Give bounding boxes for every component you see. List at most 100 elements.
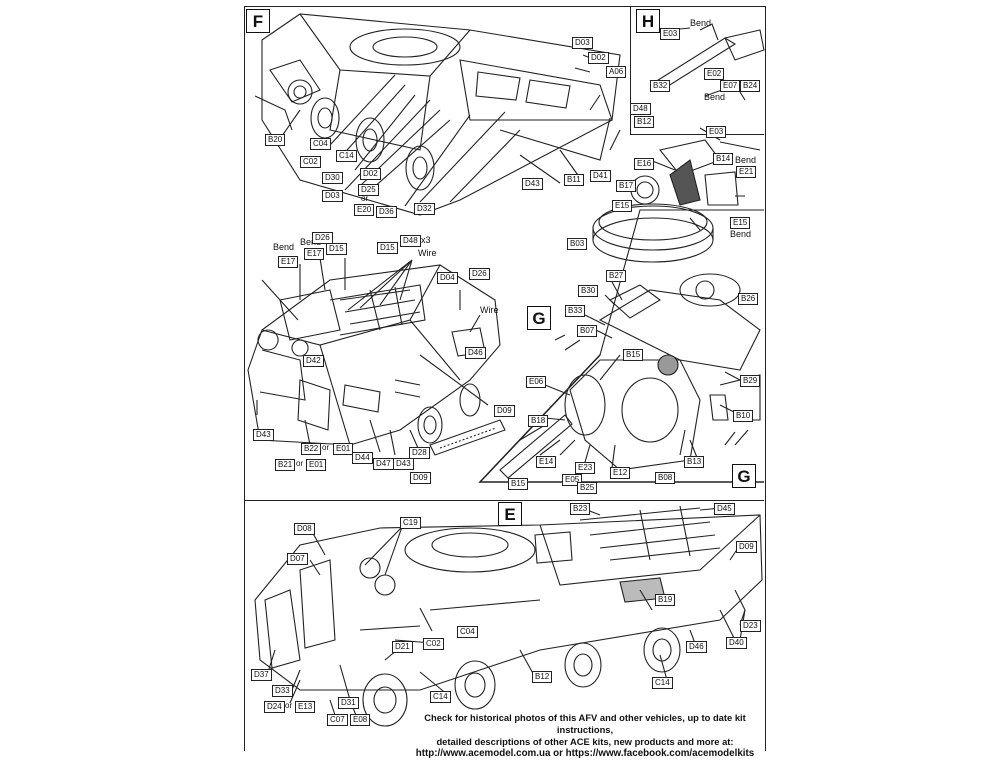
or-text-3: or (296, 459, 304, 468)
part-d09-left: D09 (494, 405, 515, 417)
part-c14-right: C14 (652, 677, 673, 689)
part-b15-bottom: B15 (508, 478, 529, 490)
part-e17-left: E17 (278, 256, 299, 268)
step-g-label-bottom: G (732, 464, 756, 488)
part-b08: B08 (655, 472, 676, 484)
part-c02-e: C02 (423, 638, 444, 650)
divider-e-top (244, 500, 764, 501)
part-b14: B14 (713, 153, 734, 165)
part-c14-e: C14 (430, 691, 451, 703)
note-x3: x3 (421, 235, 431, 245)
part-b11: B11 (564, 174, 584, 186)
part-d04: D04 (437, 272, 458, 284)
part-a06: A06 (606, 66, 627, 78)
part-d43-bottom: D43 (393, 458, 414, 470)
part-d43-left: D43 (253, 429, 274, 441)
part-d08: D08 (294, 523, 315, 535)
step-g-label-top: G (527, 306, 551, 330)
step-f-label: F (246, 9, 270, 33)
part-b21: B21 (275, 459, 296, 471)
note-bend-h1: Bend (690, 18, 712, 28)
part-d36: D36 (376, 206, 397, 218)
note-bend-f2: Bend (300, 237, 322, 247)
part-d15-right: D15 (377, 242, 398, 254)
part-d31: D31 (338, 697, 359, 709)
part-e06: E06 (526, 376, 547, 388)
note-bend-h2: Bend (704, 92, 726, 102)
part-b10: B10 (733, 410, 754, 422)
or-text-2: or (322, 443, 330, 452)
part-b12-e: B12 (532, 671, 553, 683)
part-b07: B07 (577, 325, 598, 337)
part-d09-bottom: D09 (410, 472, 431, 484)
note-wire-1: Wire (418, 248, 437, 258)
part-e21: E21 (736, 166, 757, 178)
page-frame (244, 6, 766, 751)
part-b30: B30 (578, 285, 599, 297)
part-d41: D41 (590, 170, 611, 182)
part-b17: B17 (616, 180, 637, 192)
part-d40: D40 (726, 637, 747, 649)
part-e03-turret: E03 (706, 126, 727, 138)
part-b18: B18 (528, 415, 549, 427)
part-d03-top: D03 (572, 37, 593, 49)
part-d21: D21 (392, 641, 413, 653)
note-bend-h3: Bend (735, 155, 757, 165)
part-e12: E12 (610, 467, 631, 479)
note-wire-2: Wire (480, 305, 499, 315)
part-d48-x3: D48 (400, 235, 421, 247)
part-b32: B32 (650, 80, 671, 92)
divider-h-bottom (630, 134, 764, 135)
part-e15-left: E15 (612, 200, 633, 212)
part-d02: D02 (360, 168, 381, 180)
part-b12: B12 (634, 116, 655, 128)
part-b13: B13 (684, 456, 705, 468)
part-d03: D03 (322, 190, 343, 202)
part-e01-b: E01 (306, 459, 327, 471)
part-d44: D44 (352, 452, 373, 464)
part-e08: E08 (350, 714, 371, 726)
part-c19: C19 (400, 517, 421, 529)
step-h-label: H (636, 9, 660, 33)
part-d32: D32 (414, 203, 435, 215)
part-c02: C02 (300, 156, 321, 168)
part-b26: B26 (738, 293, 759, 305)
part-d43: D43 (522, 178, 543, 190)
part-e01-a: E01 (333, 443, 354, 455)
part-d47: D47 (373, 458, 394, 470)
part-b03: B03 (567, 238, 588, 250)
part-e03: E03 (660, 28, 681, 40)
part-e02: E02 (704, 68, 725, 80)
part-d15-left: D15 (326, 243, 347, 255)
part-c04-e: C04 (457, 626, 478, 638)
part-e20: E20 (354, 204, 375, 216)
part-b25: B25 (577, 482, 598, 494)
note-bend-f1: Bend (273, 242, 295, 252)
footer-line-1: Check for historical photos of this AFV … (424, 712, 746, 735)
part-e14: E14 (536, 456, 557, 468)
part-d07: D07 (287, 553, 308, 565)
part-d42: D42 (303, 355, 324, 367)
part-c07: C07 (327, 714, 348, 726)
or-text-4: or (285, 701, 293, 710)
part-e23: E23 (575, 462, 596, 474)
note-bend-h4: Bend (730, 229, 752, 239)
part-d23: D23 (740, 620, 761, 632)
step-e-label: E (498, 502, 522, 526)
part-d28: D28 (409, 447, 430, 459)
part-e07: E07 (720, 80, 741, 92)
part-d24: D24 (264, 701, 285, 713)
part-e16: E16 (634, 158, 655, 170)
part-d25: D25 (358, 184, 379, 196)
part-d46-e: D46 (686, 641, 707, 653)
part-d37: D37 (251, 669, 272, 681)
part-b19: B19 (655, 594, 676, 606)
part-b23: B23 (570, 503, 591, 515)
part-d45: D45 (714, 503, 735, 515)
part-d30: D30 (322, 172, 343, 184)
part-d33: D33 (272, 685, 293, 697)
part-b29: B29 (740, 375, 761, 387)
divider-h-left (630, 6, 631, 134)
